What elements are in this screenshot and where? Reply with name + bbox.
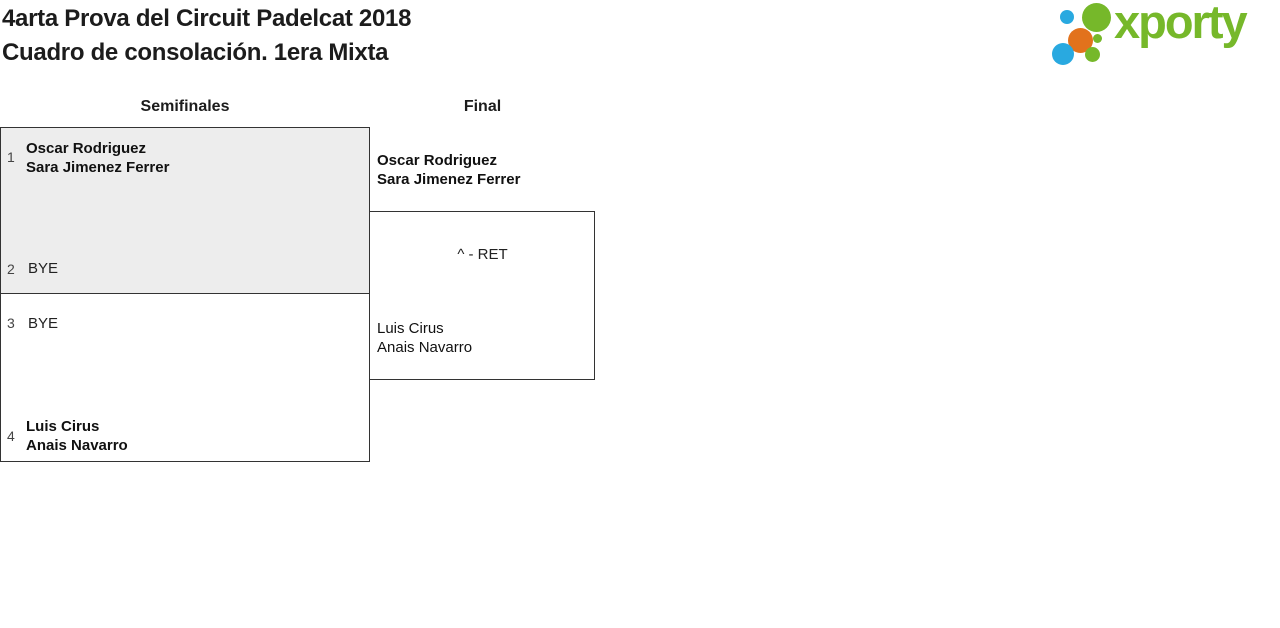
- xporty-wordmark: xporty: [1114, 0, 1248, 48]
- team-entry-sf2-bottom[interactable]: Luis Cirus Anais Navarro: [26, 417, 128, 455]
- seed-number-4: 4: [7, 428, 15, 444]
- player-name: Sara Jimenez Ferrer: [26, 159, 170, 176]
- final-match-score: ^ - RET: [457, 246, 508, 263]
- xporty-dots-icon: [1052, 3, 1116, 67]
- seed-number-3: 3: [7, 315, 15, 331]
- seed-number-2: 2: [7, 261, 15, 277]
- round-header-final: Final: [463, 98, 502, 115]
- team-entry-final-top[interactable]: Oscar Rodriguez Sara Jimenez Ferrer: [377, 151, 520, 189]
- semifinal-2-match-box: [0, 293, 370, 462]
- team-entry-sf1-top[interactable]: Oscar Rodriguez Sara Jimenez Ferrer: [26, 139, 169, 177]
- logo-dot-green-large: [1082, 3, 1111, 32]
- bye-entry-sf1-bottom: BYE: [28, 260, 59, 277]
- logo-dot-green-small: [1085, 47, 1100, 62]
- seed-number-1: 1: [7, 149, 15, 165]
- semifinal-1-match-box: [0, 127, 370, 294]
- bye-entry-sf2-top: BYE: [28, 315, 59, 332]
- player-name: Luis Cirus: [26, 418, 100, 435]
- team-entry-final-bottom[interactable]: Luis Cirus Anais Navarro: [377, 319, 472, 357]
- page-title: 4arta Prova del Circuit Padelcat 2018 Cu…: [2, 2, 411, 70]
- player-name: Oscar Rodriguez: [26, 140, 147, 157]
- player-name: Sara Jimenez Ferrer: [377, 171, 521, 188]
- logo-dot-green-tiny: [1093, 34, 1102, 43]
- player-name: Oscar Rodriguez: [377, 152, 498, 169]
- tournament-name: 4arta Prova del Circuit Padelcat 2018: [2, 5, 412, 32]
- draw-name: Cuadro de consolación. 1era Mixta: [2, 39, 389, 66]
- player-name: Luis Cirus: [377, 320, 444, 337]
- xporty-logo[interactable]: xporty: [1050, 0, 1280, 72]
- logo-dot-blue-small: [1060, 10, 1074, 24]
- final-match-box: [369, 211, 595, 380]
- round-header-semifinales: Semifinales: [140, 98, 230, 115]
- player-name: Anais Navarro: [26, 437, 128, 454]
- logo-dot-blue-medium: [1052, 43, 1074, 65]
- player-name: Anais Navarro: [377, 339, 473, 356]
